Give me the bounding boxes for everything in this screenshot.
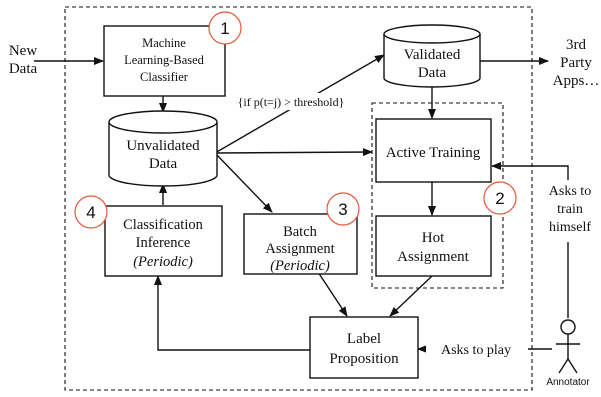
validated-line1: Validated: [404, 47, 461, 63]
inference-line1: Classification: [123, 217, 203, 233]
threshold-label-bg: [222, 93, 360, 110]
new-data-line1: New: [9, 43, 37, 59]
label-prop-line1: Label: [347, 331, 381, 347]
asks-to-play-label: Asks to play: [441, 343, 511, 358]
node-unvalidated-data: Unvalidated Data: [108, 110, 218, 187]
svg-text:2: 2: [495, 189, 504, 208]
hot-line2: Assignment: [397, 249, 470, 265]
svg-text:1: 1: [220, 19, 229, 38]
edge-hot-label: [389, 275, 433, 317]
node-validated-data: Validated Data: [383, 24, 481, 88]
batch-line1: Batch: [283, 224, 318, 240]
svg-text:3: 3: [338, 200, 347, 219]
third-party-line1: 3rd: [566, 37, 586, 53]
batch-line2: Assignment: [265, 241, 334, 257]
annotator-label: Annotator: [546, 377, 590, 388]
third-party-line2: Party: [560, 55, 592, 71]
edge-annotator-active: [491, 162, 569, 318]
system-boundary: [64, 6, 533, 391]
edge-label-inference: [154, 275, 310, 351]
batch-line3: (Periodic): [270, 258, 330, 274]
node-active-training: Active Training: [375, 118, 492, 183]
label-prop-line2: Proposition: [329, 351, 399, 367]
node-batch-assignment: Batch Assignment (Periodic): [243, 213, 358, 275]
ml-classifier-line3: Classifier: [140, 70, 189, 84]
hot-path-group: [371, 102, 504, 289]
edge-batch-label: [317, 271, 348, 317]
unvalidated-line2: Data: [149, 156, 178, 172]
third-party-line3: Apps…: [553, 73, 600, 89]
asks-to-train-line1: Asks to: [549, 184, 591, 199]
asks-to-train-line2: train: [557, 202, 583, 217]
unvalidated-line1: Unvalidated: [126, 138, 200, 154]
svg-text:4: 4: [86, 203, 95, 222]
asks-to-train-line3: himself: [549, 220, 591, 235]
train-label-bg: [548, 180, 592, 242]
annotator-head: [560, 319, 576, 335]
inference-line2: Inference: [136, 235, 191, 251]
edge-unvalidated-active: [214, 148, 373, 157]
play-label-bg: [426, 340, 528, 357]
node-label-proposition: Label Proposition: [309, 316, 419, 379]
edge-unvalidated-batch: [214, 152, 273, 213]
hot-line1: Hot: [422, 230, 445, 246]
validated-line2: Data: [418, 65, 447, 81]
new-data-line2: Data: [9, 61, 38, 77]
badge-1: 1: [208, 11, 242, 45]
ml-classifier-line2: Learning-Based: [124, 53, 205, 67]
inference-line3: (Periodic): [133, 254, 193, 270]
badge-3: 3: [326, 192, 360, 226]
node-classification-inference: Classification Inference (Periodic): [104, 205, 223, 277]
ml-classifier-line1: Machine: [142, 36, 186, 50]
node-hot-assignment: Hot Assignment: [375, 215, 492, 277]
threshold-label: {if p(t=j) > threshold}: [238, 95, 345, 109]
node-ml-classifier: Machine Learning-Based Classifier: [103, 25, 226, 97]
annotator-actor: Annotator: [546, 319, 590, 388]
badge-4: 4: [74, 195, 108, 229]
active-training-label: Active Training: [386, 145, 481, 161]
badge-2: 2: [483, 181, 517, 215]
